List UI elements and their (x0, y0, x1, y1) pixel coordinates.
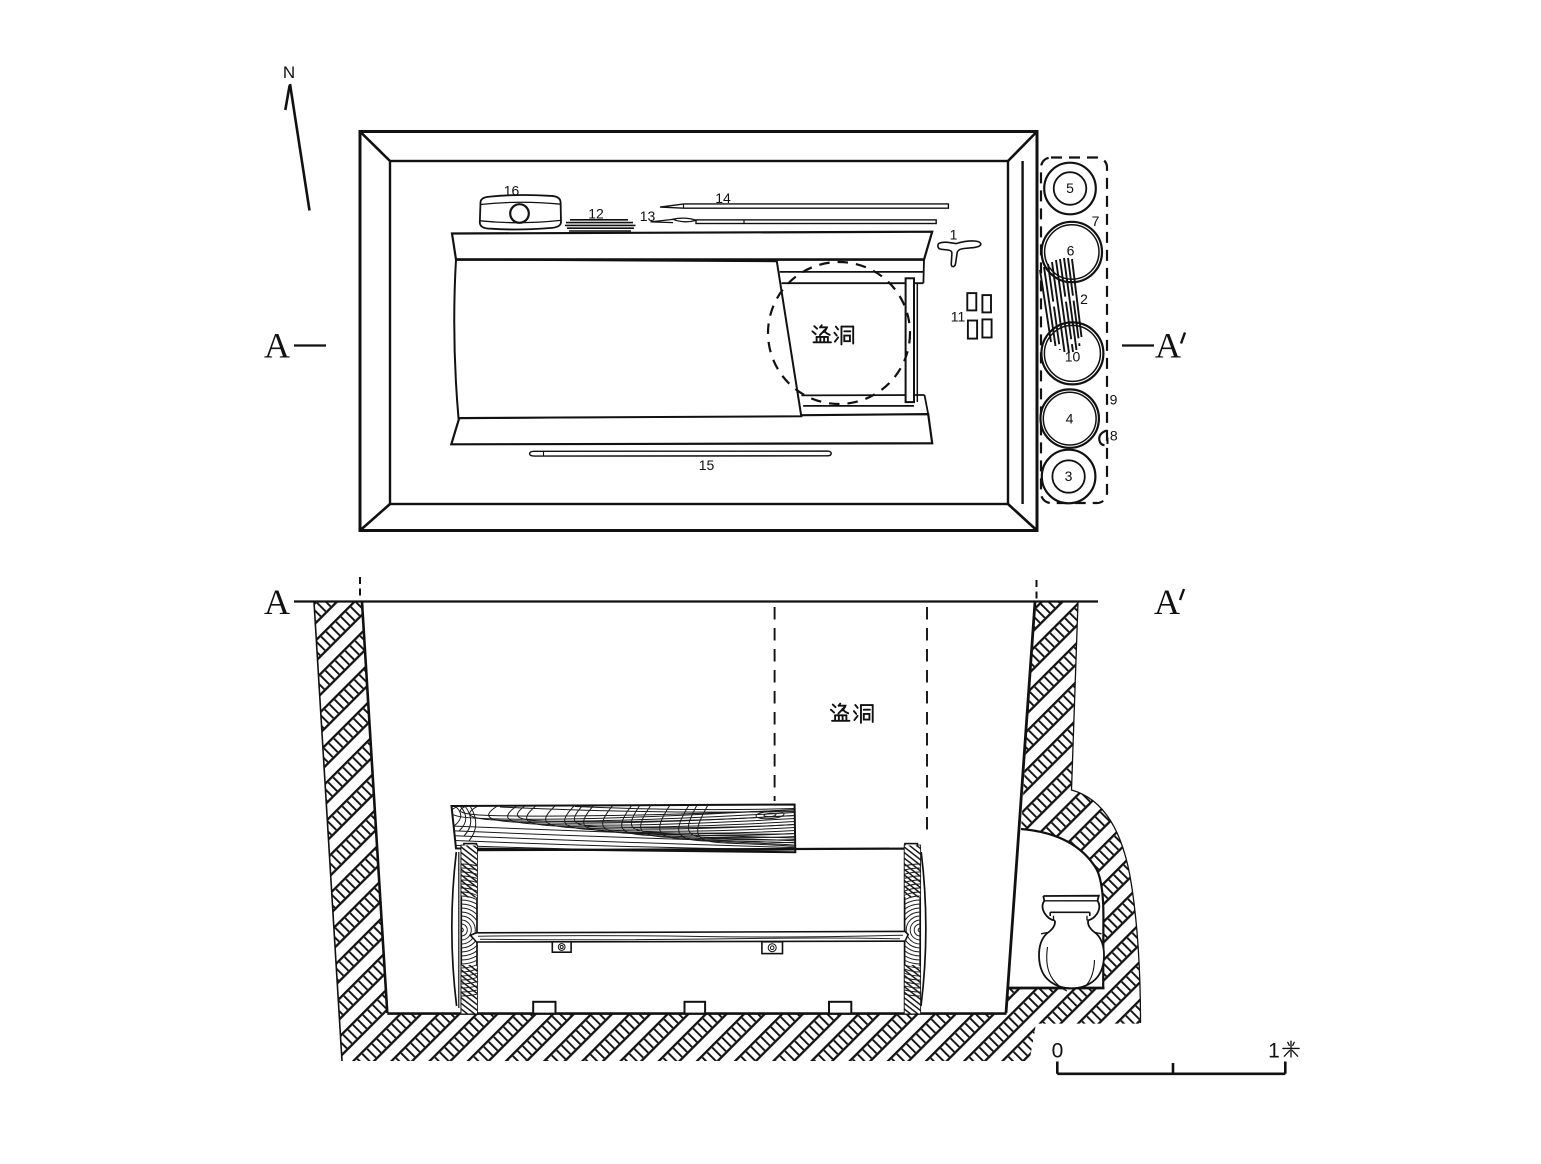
svg-text:A: A (1154, 582, 1180, 622)
svg-text:A: A (1155, 326, 1181, 366)
svg-text:7: 7 (1092, 213, 1100, 229)
svg-text:12: 12 (588, 206, 604, 222)
svg-text:10: 10 (1065, 349, 1081, 365)
svg-text:15: 15 (699, 457, 715, 473)
svg-text:5: 5 (1066, 180, 1074, 196)
svg-text:1: 1 (950, 227, 958, 243)
svg-text:6: 6 (1067, 243, 1075, 259)
svg-text:14: 14 (715, 190, 731, 206)
svg-text:1: 1 (1268, 1040, 1280, 1063)
svg-text:9: 9 (1110, 392, 1118, 408)
svg-text:0: 0 (1052, 1040, 1064, 1063)
svg-text:8: 8 (1110, 428, 1118, 444)
svg-text:16: 16 (504, 183, 520, 199)
svg-text:4: 4 (1066, 411, 1074, 427)
svg-text:A: A (264, 582, 290, 622)
svg-text:3: 3 (1065, 468, 1073, 484)
svg-text:11: 11 (951, 309, 966, 325)
svg-text:2: 2 (1080, 291, 1088, 307)
svg-text:N: N (283, 63, 295, 82)
svg-text:A: A (264, 326, 290, 366)
svg-text:13: 13 (640, 208, 656, 224)
